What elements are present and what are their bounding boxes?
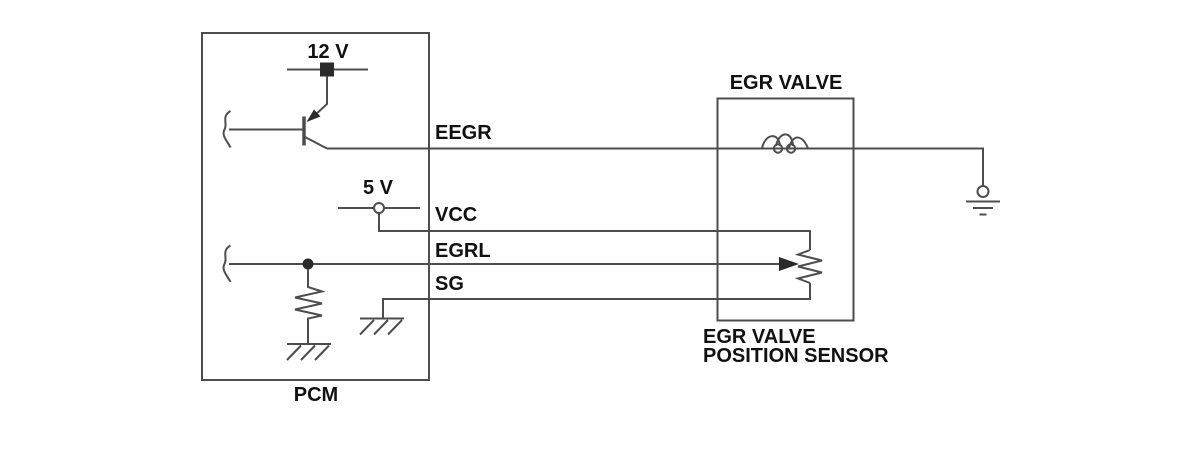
- signal-label-eegr: EEGR: [435, 122, 492, 144]
- egr-valve-box: [716, 97, 855, 322]
- pcm-internal-connector-bottom: [222, 244, 232, 283]
- egr-valve-title: EGR VALVE: [730, 72, 843, 94]
- transistor-emitter-arrow: [306, 109, 321, 122]
- pcm-label: PCM: [294, 384, 338, 406]
- solenoid-coil-loop1: [772, 143, 784, 154]
- sensor-resistor-icon: [794, 249, 823, 284]
- sensor-label-line2: POSITION SENSOR: [703, 345, 889, 367]
- egrl-junction-dot: [302, 258, 314, 270]
- supply-12v-label: 12 V: [307, 41, 349, 63]
- pcm-resistor-icon: [294, 269, 326, 344]
- sg-ground-icon: [359, 319, 403, 336]
- sensor-wiper-arrow: [779, 257, 799, 271]
- sg-wire: [382, 283, 811, 319]
- earth-ground-ring: [976, 185, 990, 198]
- pcm-ground-icon: [286, 344, 330, 361]
- signal-label-vcc: VCC: [435, 204, 477, 226]
- vcc-wire: [378, 213, 811, 250]
- signal-label-egrl: EGRL: [435, 240, 491, 262]
- sensor-label-line1: EGR VALVE: [703, 326, 816, 348]
- transistor-collector-lead: [303, 135, 328, 150]
- supply-12v-terminal: [320, 62, 334, 77]
- pcm-box: [201, 32, 430, 381]
- eegr-wire: [327, 147, 984, 186]
- signal-label-sg: SG: [435, 273, 464, 295]
- supply-5v-terminal: [373, 202, 385, 214]
- earth-ground-icon: [966, 200, 1000, 216]
- supply-5v-label: 5 V: [363, 177, 394, 199]
- solenoid-coil-loop2: [785, 143, 797, 154]
- pcm-internal-connector-top: [222, 110, 232, 148]
- transistor-emitter-lead: [312, 76, 328, 118]
- solenoid-coil-icon: [761, 133, 809, 149]
